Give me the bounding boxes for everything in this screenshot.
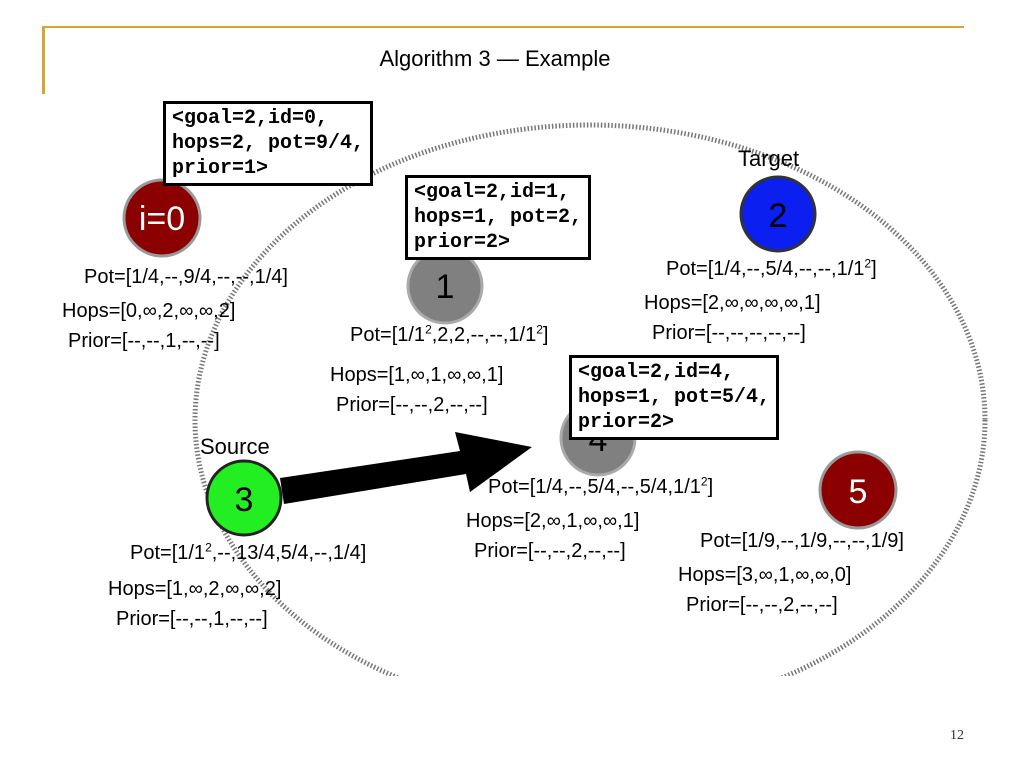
node-4-prior: Prior=[--,--,2,--,--] [474, 540, 626, 562]
node-0-hops: Hops=[0,∞,2,∞,∞,2] [62, 300, 236, 322]
node-0-prior: Prior=[--,--,1,--,--] [68, 330, 220, 352]
node-1-hops: Hops=[1,∞,1,∞,∞,1] [330, 364, 504, 386]
node-1-prior: Prior=[--,--,2,--,--] [336, 394, 488, 416]
node-5-pot: Pot=[1/9,--,1/9,--,--,1/9] [700, 530, 904, 552]
message-box-node-1: <goal=2,id=1, hops=1, pot=2, prior=2> [405, 175, 592, 260]
node-5 [818, 450, 898, 530]
source-tag: Source [200, 434, 270, 459]
node-2-pot: Pot=[1/4,--,5/4,--,--,1/12] [666, 256, 877, 280]
node-2-prior: Prior=[--,--,--,--,--] [652, 322, 806, 344]
node-3-hops: Hops=[1,∞,2,∞,∞,2] [108, 578, 282, 600]
node-0-label: i=0 [139, 200, 185, 238]
node-2-label: 2 [769, 197, 788, 235]
range-ellipse [192, 122, 988, 718]
node-2-hops: Hops=[2,∞,∞,∞,∞,1] [644, 292, 821, 314]
node-0 [122, 178, 202, 258]
message-box-node-4: <goal=2,id=4, hops=1, pot=5/4, prior=2> [569, 355, 780, 440]
node-1-label: 1 [436, 268, 455, 306]
node-3-pot: Pot=[1/12,--,13/4,5/4,--,1/4] [130, 540, 367, 564]
transmission-arrow [280, 432, 532, 504]
target-tag: Target [738, 146, 800, 171]
node-3-label: 3 [235, 481, 254, 519]
slide-title: Algorithm 3 — Example [379, 46, 611, 71]
left-accent-bar [42, 26, 45, 94]
node-0-pot: Pot=[1/4,--,9/4,--,--,1/4] [84, 266, 288, 288]
node-5-hops: Hops=[3,∞,1,∞,∞,0] [678, 564, 852, 586]
node-4-pot: Pot=[1/4,--,5/4,--,5/4,1/12] [488, 474, 714, 498]
node-5-label: 5 [849, 473, 868, 511]
page-number: 12 [950, 728, 964, 743]
node-2 [739, 175, 817, 253]
message-box-node-0: <goal=2,id=0, hops=2, pot=9/4, prior=1> [163, 101, 374, 186]
node-5-prior: Prior=[--,--,2,--,--] [686, 594, 838, 616]
node-1-pot: Pot=[1/12,2,2,--,--,1/12] [350, 322, 549, 346]
node-3-prior: Prior=[--,--,1,--,--] [116, 608, 268, 630]
top-rule [42, 26, 964, 28]
node-4-hops: Hops=[2,∞,1,∞,∞,1] [466, 510, 640, 532]
node-3 [205, 459, 283, 537]
